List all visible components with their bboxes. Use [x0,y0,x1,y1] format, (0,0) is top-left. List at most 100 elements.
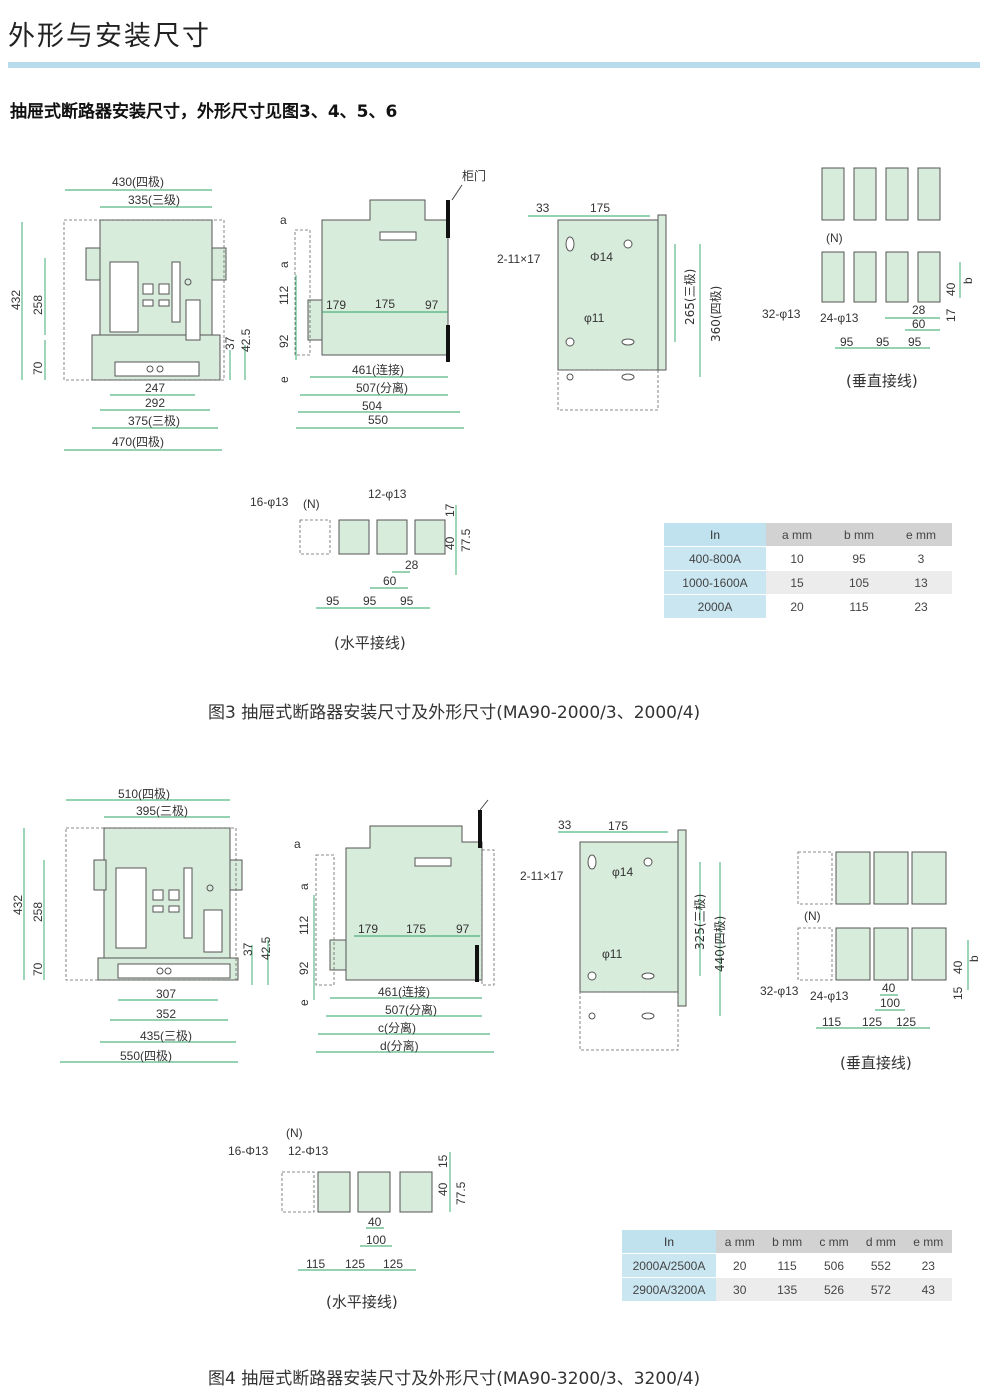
fig4-hor-15: 15 [436,1154,450,1168]
fig3-r3-in: 2000A [664,594,766,619]
figure-3-drawing: 430(四极) 335(三级) 432 258 70 37 42.5 247 2… [9,167,975,652]
fig3-r2-a: 15 [766,570,828,595]
figure-4-drawing: 510(四极) 395(三极) 432 258 70 37 42.5 307 3… [11,787,981,1271]
fig3-dim-h258: 258 [31,295,45,315]
fig3-th-a: a mm [766,523,828,547]
fig4-r1-in: 2000A/2500A [622,1253,716,1278]
fig4-side-d: d(分离) [380,1038,419,1053]
fig4-vert-115: 115 [822,1015,841,1029]
fig3-vert-caption: (垂直接线) [846,372,918,390]
fig4-mount-view: 33 175 2-11×17 φ14 φ11 325(三极) 440(四极) [520,818,727,1051]
fig4-caption: 图4 抽屉式断路器安装尺寸及外形尺寸(MA90-3200/3、3200/4) [208,1369,701,1389]
fig4-r1-e: 23 [904,1253,952,1278]
fig4-th-e: e mm [904,1230,952,1254]
fig4-mount-phi11: φ11 [602,947,623,961]
fig3-side-97: 97 [425,298,439,312]
fig4-dim-h37: 37 [241,942,255,956]
fig4-dim-w4: 510(四极) [118,787,170,801]
fig3-vert-40: 40 [944,282,958,296]
fig3-vert-n: (N) [826,231,843,245]
fig4-hor-125b: 125 [383,1257,403,1271]
fig4-vert-40: 40 [882,981,896,995]
fig4-mount-h440: 440(四极) [713,916,727,972]
fig3-hor-40: 40 [443,536,457,550]
fig3-side-door: 柜门 [462,168,486,183]
title-rule [8,62,980,68]
fig3-vert-95b: 95 [876,335,890,349]
fig4-vert-125a: 125 [862,1015,882,1029]
fig4-dim-b352: 352 [156,1007,176,1021]
fig4-front-view: 510(四极) 395(三极) 432 258 70 37 42.5 307 3… [11,787,273,1063]
fig4-side-view: a a 112 92 e 179 175 97 461(连接) 507(分离) … [294,799,495,1053]
fig3-vert-60: 60 [912,317,926,331]
fig4-r2-d: 572 [857,1277,905,1302]
fig3-th-in: In [664,523,766,547]
fig4-hor-100: 100 [366,1233,386,1247]
fig3-side-v112: 112 [277,286,291,305]
fig3-dim-h432: 432 [9,290,23,310]
fig4-vertical-terminals: (N) 32-φ13 24-φ13 40 100 115 125 125 40 … [760,851,981,1072]
fig4-side-a1: a [294,837,301,851]
fig4-mount-175: 175 [608,819,628,833]
fig4-th-d: d mm [857,1230,905,1254]
fig4-horizontal-terminals: (N) 16-Φ13 12-Φ13 15 40 77.5 40 100 115 … [228,1126,468,1271]
fig3-mount-175: 175 [590,201,610,215]
fig4-side-v112: 112 [297,916,311,935]
fig3-vert-32: 32-φ13 [762,307,801,321]
fig3-mount-33: 33 [536,201,550,215]
fig4-th-b: b mm [763,1230,811,1254]
fig4-hor-16: 16-Φ13 [228,1144,269,1158]
fig3-side-a2: a [277,261,291,268]
fig3-dim-b375: 375(三极) [128,414,180,428]
fig4-side-v92: 92 [297,961,311,975]
fig3-r2-e: 13 [890,570,952,595]
fig4-hor-40: 40 [436,1182,450,1196]
fig3-mount-h360: 360(四极) [709,286,723,342]
fig4-r2-in: 2900A/3200A [622,1277,716,1302]
fig4-vert-32: 32-φ13 [760,984,799,998]
fig3-vert-95c: 95 [908,335,922,349]
fig4-dim-h258: 258 [31,902,45,922]
fig3-vert-95a: 95 [840,335,854,349]
table-row: 2000A 20 115 23 [664,594,952,619]
fig4-vert-40r: 40 [951,960,965,974]
fig3-dim-b247: 247 [145,381,165,395]
fig3-side-e: e [277,376,291,383]
fig3-side-507: 507(分离) [356,380,408,395]
fig3-mount-phi14: Φ14 [590,250,613,264]
fig3-hor-95b: 95 [363,594,377,608]
fig4-vert-b: b [967,955,981,962]
fig3-dim-b292: 292 [145,396,165,410]
fig4-th-c: c mm [810,1230,858,1254]
fig4-side-175: 175 [406,922,426,936]
fig3-vert-28: 28 [912,303,926,317]
fig4-dim-b550: 550(四极) [120,1049,172,1063]
fig4-hor-40b: 40 [368,1215,382,1229]
fig4-hor-115: 115 [306,1257,325,1271]
fig4-side-c: c(分离) [378,1020,416,1035]
fig3-hor-28: 28 [405,558,419,572]
fig4-mount-holes: 2-11×17 [520,869,564,883]
fig3-side-a1: a [280,213,287,227]
fig4-r2-b: 135 [763,1277,811,1302]
fig4-hor-125a: 125 [345,1257,365,1271]
fig3-side-v92: 92 [277,334,291,348]
fig4-vert-n: (N) [804,909,821,923]
fig4-r2-a: 30 [716,1277,764,1302]
fig3-side-504: 504 [362,399,382,413]
fig3-r1-a: 10 [766,546,828,571]
fig3-dim-b470: 470(四极) [112,435,164,449]
fig3-hor-775: 77.5 [459,528,473,552]
fig3-mount-phi11: φ11 [584,311,605,325]
fig4-dim-h425: 42.5 [259,936,273,960]
fig3-vertical-terminals: (N) 32-φ13 24-φ13 95 95 95 28 60 40 b 17… [762,167,975,390]
fig4-dim-b435: 435(三极) [140,1029,192,1043]
table-row: 2000A/2500A 20 115 506 552 23 [622,1253,952,1278]
page-title: 外形与安装尺寸 [8,21,211,52]
fig4-r1-b: 115 [763,1253,811,1278]
fig3-side-179: 179 [326,298,346,312]
fig4-hor-12: 12-Φ13 [288,1144,329,1158]
fig3-caption: 图3 抽屉式断路器安装尺寸及外形尺寸(MA90-2000/3、2000/4) [208,703,701,723]
fig4-vert-100: 100 [880,996,900,1010]
table-row: 2900A/3200A 30 135 526 572 43 [622,1277,952,1302]
